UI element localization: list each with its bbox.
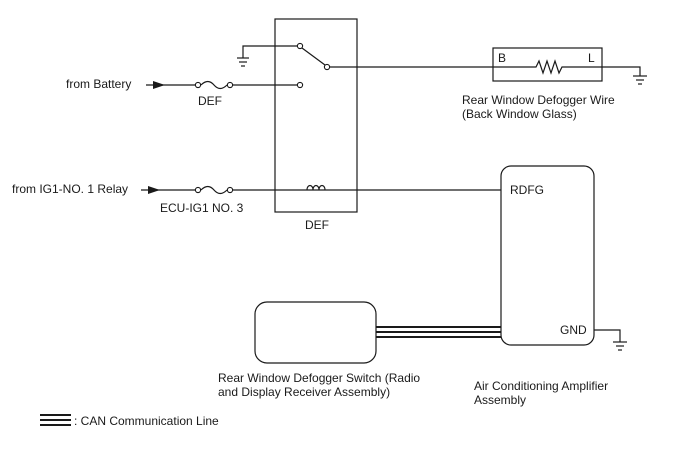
defogger-wire-caption-2: (Back Window Glass) bbox=[462, 107, 577, 121]
defogger-switch-box bbox=[254, 301, 377, 364]
relay-contact-ground bbox=[296, 42, 304, 50]
can-legend-icon bbox=[40, 414, 71, 426]
def-relay-box bbox=[274, 18, 358, 213]
terminal-b-label: B bbox=[498, 51, 506, 65]
can-line bbox=[376, 326, 501, 338]
relay-coil-icon bbox=[305, 184, 329, 195]
ac-amplifier-caption-1: Air Conditioning Amplifier bbox=[474, 379, 608, 393]
defogger-ground-wire bbox=[602, 66, 641, 76]
ecu-ig1-fuse bbox=[194, 185, 234, 195]
def-fuse-label: DEF bbox=[198, 94, 222, 108]
from-ig1-relay-label: from IG1-NO. 1 Relay bbox=[12, 182, 128, 196]
amplifier-ground-wire bbox=[594, 329, 621, 342]
ecu-ig1-fuse-label: ECU-IG1 NO. 3 bbox=[160, 201, 244, 215]
relay-ground-wire bbox=[242, 45, 297, 58]
ac-amplifier-box bbox=[500, 165, 595, 346]
amplifier-ground-icon bbox=[613, 341, 627, 351]
battery-arrow-icon bbox=[153, 81, 165, 89]
relay-contact-battery bbox=[296, 81, 304, 89]
defogger-wire-caption-1: Rear Window Defogger Wire bbox=[462, 93, 615, 107]
ig1-arrow-icon bbox=[148, 186, 160, 194]
terminal-rdfg-label: RDFG bbox=[510, 183, 544, 197]
defogger-wire-box bbox=[492, 47, 603, 82]
def-relay-label: DEF bbox=[305, 218, 329, 232]
relay-contact-common bbox=[323, 63, 331, 71]
defogger-switch-caption-1: Rear Window Defogger Switch (Radio bbox=[218, 371, 420, 385]
terminal-l-label: L bbox=[588, 51, 595, 65]
ac-amplifier-caption-2: Assembly bbox=[474, 393, 526, 407]
can-legend-label: : CAN Communication Line bbox=[74, 414, 219, 428]
def-fuse bbox=[194, 80, 234, 90]
defogger-ground-icon bbox=[633, 75, 647, 85]
relay-ground-icon bbox=[237, 57, 249, 67]
defogger-switch-caption-2: and Display Receiver Assembly) bbox=[218, 385, 390, 399]
defogger-resistor-icon bbox=[493, 59, 602, 75]
terminal-gnd-label: GND bbox=[560, 323, 587, 337]
relay-switch-arm bbox=[301, 47, 326, 66]
from-battery-label: from Battery bbox=[66, 77, 131, 91]
